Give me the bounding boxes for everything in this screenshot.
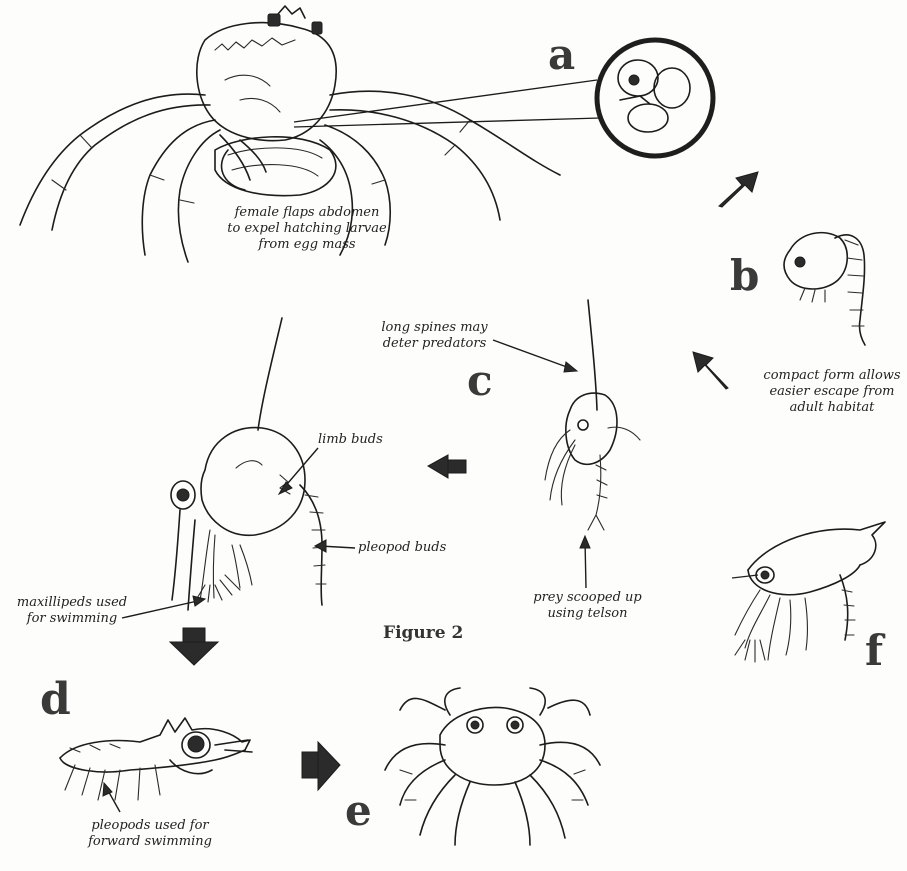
zoea-detail-illustration (171, 318, 326, 610)
stage-label-b: b (730, 255, 759, 297)
arrow-zoea-to-d-tail (183, 628, 205, 642)
caption-b-line-3: adult habitat (758, 400, 906, 416)
figure-title: Figure 2 (383, 623, 463, 643)
cycle-arrows (170, 172, 758, 790)
caption-maxillipeds: maxillipeds used for swimming (2, 595, 142, 627)
caption-a: female flaps abdomen to expel hatching l… (212, 205, 402, 253)
arrow-zoea-to-d (170, 642, 218, 665)
egg-magnifier-illustration (294, 40, 713, 156)
caption-c-prey-line-1: prey scooped up (525, 590, 650, 606)
caption-pleopod-buds: pleopod buds (358, 540, 446, 556)
arrow-a-to-b (719, 172, 758, 207)
arrow-c-to-zoea (428, 455, 448, 478)
caption-b-line-1: compact form allows (758, 368, 906, 384)
caption-d: pleopods used for forward swimming (70, 818, 230, 850)
caption-limb-buds: limb buds (318, 432, 383, 448)
caption-b: compact form allows easier escape from a… (758, 368, 906, 416)
caption-d-line-2: forward swimming (70, 834, 230, 850)
prezoea-larva-illustration (784, 233, 865, 345)
caption-c-spines-line-1: long spines may (372, 320, 497, 336)
caption-b-line-2: easier escape from (758, 384, 906, 400)
megalopa-larva-illustration (60, 718, 252, 800)
caption-maxillipeds-line-1: maxillipeds used (2, 595, 142, 611)
arrow-d-to-e (318, 742, 340, 790)
annotation-pointers (103, 340, 590, 812)
zoea-larva-illustration (545, 300, 640, 530)
arrow-c-to-zoea-tail (448, 460, 466, 473)
arrow-d-to-e-tail (302, 752, 318, 778)
stage-label-a: a (548, 34, 575, 76)
caption-d-line-1: pleopods used for (70, 818, 230, 834)
caption-a-line-3: from egg mass (212, 237, 402, 253)
stage-label-f: f (865, 630, 883, 672)
stage-label-d: d (40, 678, 71, 722)
arrow-b-to-c (693, 352, 728, 389)
caption-c-prey-line-2: using telson (525, 606, 650, 622)
caption-c-spines: long spines may deter predators (372, 320, 497, 352)
stage-label-c: c (467, 360, 493, 402)
stage-f-larva-illustration (732, 522, 885, 662)
caption-a-line-2: to expel hatching larvae (212, 221, 402, 237)
caption-maxillipeds-line-2: for swimming (2, 611, 142, 627)
stage-label-e: e (345, 790, 372, 832)
juvenile-crab-illustration (385, 688, 600, 845)
caption-a-line-1: female flaps abdomen (212, 205, 402, 221)
caption-c-prey: prey scooped up using telson (525, 590, 650, 622)
caption-c-spines-line-2: deter predators (372, 336, 497, 352)
